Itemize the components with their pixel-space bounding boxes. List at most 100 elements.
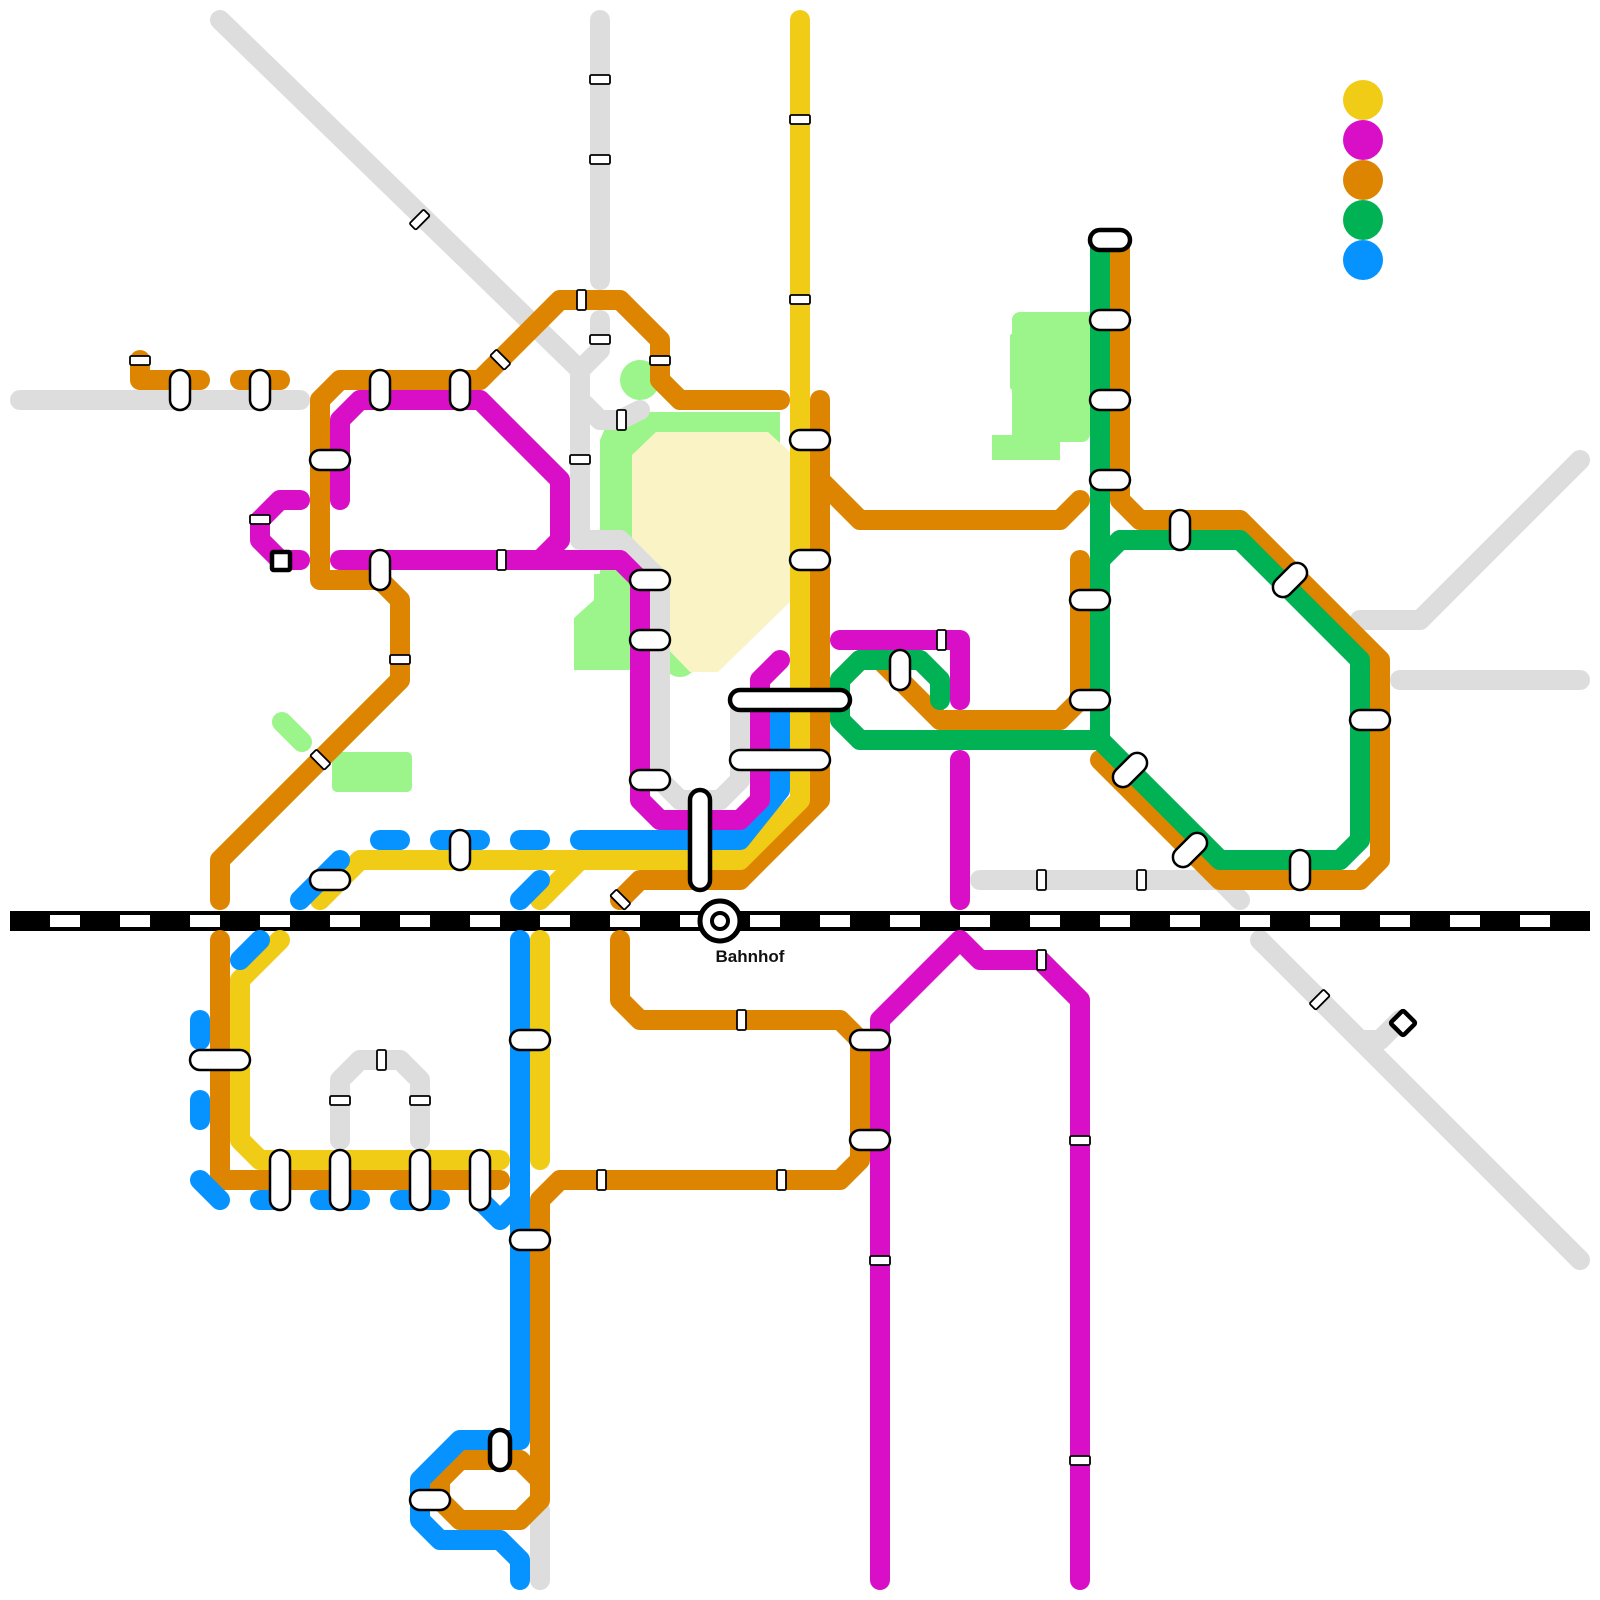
main-station-symbol-inner [710,911,730,931]
station-interchange[interactable] [1088,388,1132,412]
station-stop[interactable] [576,289,587,311]
magenta-route [830,630,970,710]
railway [10,911,1590,931]
station-stop[interactable] [409,209,431,231]
station-interchange[interactable] [308,868,352,892]
station-interchange[interactable] [848,1028,892,1052]
railway-dash [260,915,290,927]
station-interchange[interactable] [448,368,472,412]
station-interchange[interactable] [848,1128,892,1152]
railway-dash [1240,915,1270,927]
station-interchange[interactable] [468,1148,492,1212]
station-interchange[interactable] [1168,508,1192,552]
station-stop[interactable] [869,1255,891,1266]
orange-route [810,470,1090,530]
gray-line [330,1050,430,1150]
station-interchange[interactable] [1088,468,1132,492]
station-stop[interactable] [1036,869,1047,891]
station-interchange[interactable] [268,1148,292,1212]
station-interchange[interactable] [788,428,832,452]
station-interchange[interactable] [368,368,392,412]
station-stop[interactable] [329,1095,351,1106]
station-interchange[interactable] [628,628,672,652]
station-stop[interactable] [776,1169,787,1191]
station-interchange[interactable] [328,1148,352,1212]
magenta-route [330,390,570,570]
station-interchange[interactable] [1088,308,1132,332]
station-stop[interactable] [569,454,591,465]
station-stop[interactable] [496,549,507,571]
station-interchange[interactable] [188,1048,252,1072]
station-interchange[interactable] [888,648,912,692]
orange-route [210,290,790,910]
station-stop[interactable] [1069,1135,1091,1146]
station-interchange[interactable] [1109,749,1151,791]
gray-line [570,310,650,430]
station-interchange[interactable] [788,548,832,572]
station-interchange[interactable] [1169,829,1211,871]
yellow-route [530,850,590,910]
station-interchange[interactable] [508,1228,552,1252]
station-stop[interactable] [589,74,611,85]
station-interchange[interactable] [687,787,713,893]
station-interchange[interactable] [168,368,192,412]
station-stop[interactable] [1036,949,1047,971]
legend [1343,80,1383,280]
orange-route [610,390,830,910]
station-stop[interactable] [489,349,511,371]
gray-line [1350,450,1590,630]
station-interchange[interactable] [408,1148,432,1212]
station-stop[interactable] [376,1049,387,1071]
station-interchange[interactable] [728,748,832,772]
station-interchange[interactable] [1068,688,1112,712]
station-stop[interactable] [589,154,611,165]
legend-swatch-orange [1343,160,1383,200]
station-stop[interactable] [789,294,811,305]
gray-line [970,870,1250,910]
station-interchange[interactable] [628,568,672,592]
railway-dash [330,915,360,927]
station-interchange[interactable] [408,1488,452,1512]
station-terminus[interactable] [1388,1008,1418,1038]
station-terminus[interactable] [269,549,293,573]
station-interchange[interactable] [487,1427,513,1473]
station-interchange[interactable] [448,828,472,872]
station-interchange[interactable] [1068,588,1112,612]
station-stop[interactable] [129,355,151,366]
station-stop[interactable] [409,1095,431,1106]
blue-route [510,870,550,910]
station-stop[interactable] [936,629,947,651]
station-interchange[interactable] [248,368,272,412]
station-stop[interactable] [616,409,627,431]
station-stop[interactable] [309,749,331,771]
station-stop[interactable] [736,1009,747,1031]
station-interchange[interactable] [727,687,853,713]
station-interchange[interactable] [1087,227,1133,253]
railway-dash [120,915,150,927]
station-interchange[interactable] [1269,559,1311,601]
station-stop[interactable] [249,514,271,525]
station-stop[interactable] [589,334,611,345]
railway-dash [540,915,570,927]
railway-dash [820,915,850,927]
stations: Bahnhof [129,74,1418,1512]
railway-dash [1520,915,1550,927]
station-interchange[interactable] [628,768,672,792]
station-stop[interactable] [609,889,631,911]
main-station[interactable]: Bahnhof [697,898,785,966]
station-interchange[interactable] [1348,708,1392,732]
station-stop[interactable] [1136,869,1147,891]
station-stop[interactable] [649,355,671,366]
station-stop[interactable] [1309,989,1331,1011]
railway-dash [1310,915,1340,927]
legend-swatch-yellow [1343,80,1383,120]
station-interchange[interactable] [368,548,392,592]
station-interchange[interactable] [508,1028,552,1052]
station-interchange[interactable] [1288,848,1312,892]
station-interchange[interactable] [308,448,352,472]
station-stop[interactable] [789,114,811,125]
railway-dash [610,915,640,927]
station-stop[interactable] [596,1169,607,1191]
station-stop[interactable] [389,654,411,665]
station-stop[interactable] [1069,1455,1091,1466]
